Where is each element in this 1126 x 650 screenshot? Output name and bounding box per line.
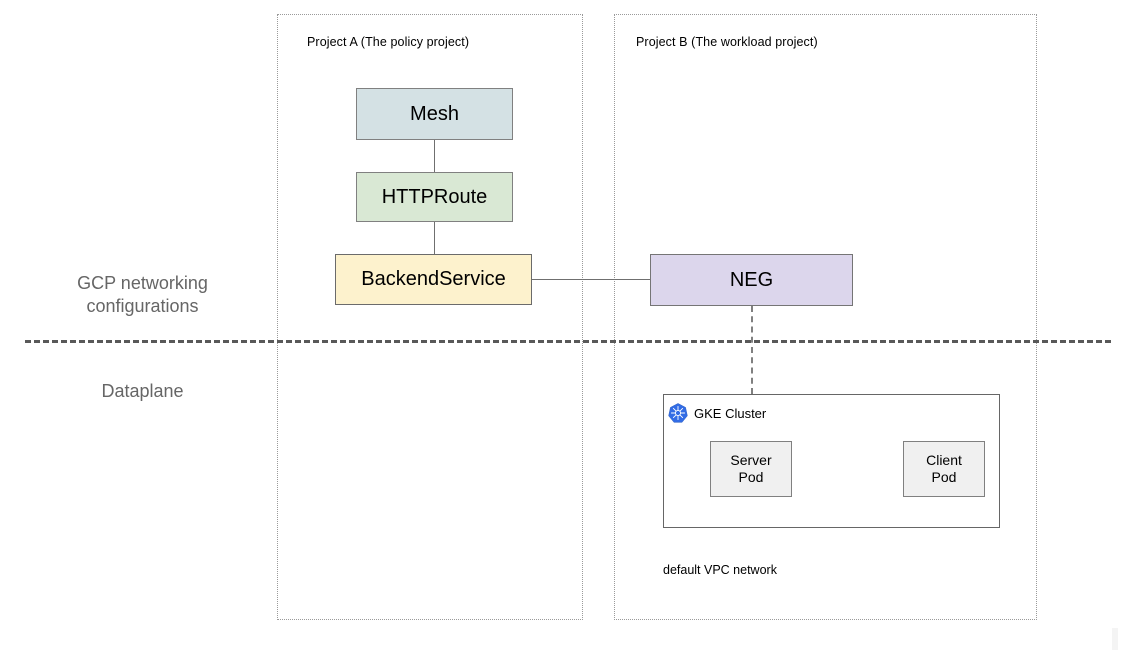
pod-client[interactable]: Client Pod — [903, 441, 985, 497]
edge-httproute-to-backendservice — [434, 222, 435, 254]
default-vpc-network-label: default VPC network — [663, 563, 777, 577]
project-a-label: Project A (The policy project) — [307, 35, 470, 49]
pod-server-label-line2: Pod — [738, 469, 764, 485]
node-backendservice[interactable]: BackendService — [335, 254, 532, 305]
node-neg-label: NEG — [729, 268, 774, 291]
node-httproute[interactable]: HTTPRoute — [356, 172, 513, 222]
node-neg[interactable]: NEG — [650, 254, 853, 306]
project-b-label: Project B (The workload project) — [636, 35, 818, 49]
kubernetes-icon — [668, 403, 688, 423]
edge-mesh-to-httproute — [434, 140, 435, 172]
zone-label-networking: GCP networking configurations — [77, 273, 208, 317]
pod-client-label-line1: Client — [926, 451, 962, 468]
project-b-container — [614, 14, 1037, 620]
node-httproute-label: HTTPRoute — [381, 185, 488, 208]
zone-label-dataplane: Dataplane — [101, 381, 184, 401]
node-mesh[interactable]: Mesh — [356, 88, 513, 140]
edge-neg-to-gke-cluster — [751, 306, 753, 394]
pod-client-label-line2: Pod — [931, 469, 957, 485]
scrollbar-artifact — [1112, 628, 1118, 650]
pod-server[interactable]: Server Pod — [710, 441, 792, 497]
pod-server-label-line1: Server — [730, 451, 772, 468]
zone-divider — [25, 340, 1111, 343]
node-mesh-label: Mesh — [410, 102, 459, 125]
project-a-container — [277, 14, 583, 620]
gke-cluster-title: GKE Cluster — [694, 406, 767, 421]
edge-backendservice-to-neg — [532, 279, 650, 280]
node-backendservice-label: BackendService — [361, 268, 506, 290]
